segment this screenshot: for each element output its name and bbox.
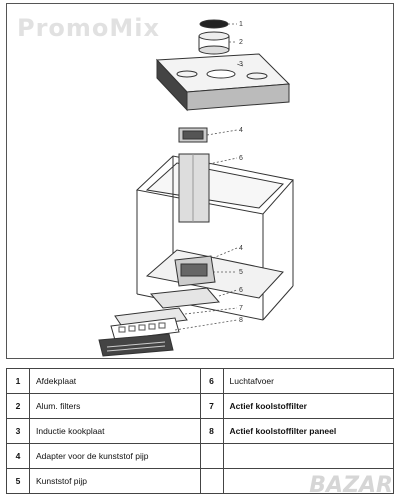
table-row: 2 Alum. filters 7 Actief koolstoffilter: [6, 393, 394, 419]
part-number: 1: [6, 368, 30, 394]
part-label: Adapter voor de kunststof pijp: [29, 443, 201, 469]
callout-4: 4: [239, 127, 243, 134]
part-number: 4: [6, 443, 30, 469]
pipe-adapter-bottom: [150, 255, 220, 309]
part-number: 7: [199, 393, 224, 419]
part-number: 5: [6, 468, 30, 494]
part-label: Alum. filters: [29, 393, 201, 419]
table-row: 3 Inductie kookplaat 8 Actief koolstoffi…: [6, 418, 394, 444]
table-row: 4 Adapter voor de kunststof pijp: [6, 443, 394, 469]
callout-2: 2: [239, 39, 243, 46]
callout-8: 8: [239, 317, 243, 324]
exploded-view-drawing: 1 2 3 4 6 4 5 6 7 8: [98, 19, 294, 357]
aluminium-filter: [198, 31, 230, 55]
callout-leaders: [174, 23, 244, 331]
table-row: 1 Afdekplaat 6 Luchtafvoer: [6, 368, 394, 394]
part-label: Actief koolstoffilter paneel: [222, 418, 394, 444]
callout-6-top: 6: [239, 155, 243, 162]
induction-hob: [155, 53, 291, 112]
part-label: [222, 468, 394, 494]
part-label: Inductie kookplaat: [29, 418, 201, 444]
part-number: 6: [199, 368, 224, 394]
table-row: 5 Kunststof pijp: [6, 468, 394, 494]
pipe-adapter-top: [178, 127, 208, 143]
part-number: [199, 443, 224, 469]
callout-6: 6: [239, 287, 243, 294]
part-number: 2: [6, 393, 30, 419]
cover-plate: [199, 19, 229, 29]
part-number: [199, 468, 224, 494]
part-label: Kunststof pijp: [29, 468, 201, 494]
promomix-watermark: PromoMix: [17, 14, 160, 42]
callout-7: 7: [239, 305, 243, 312]
callout-3: 3: [239, 61, 243, 68]
parts-table: 1 Afdekplaat 6 Luchtafvoer 2 Alum. filte…: [6, 368, 394, 494]
carbon-filter-panel: [98, 333, 174, 357]
part-number: 8: [199, 418, 224, 444]
bazar-watermark: BAZAR: [309, 473, 393, 498]
part-label: Luchtafvoer: [222, 368, 394, 394]
callout-5: 5: [239, 269, 243, 276]
carbon-filter: [110, 307, 188, 341]
exploded-diagram: PromoMix: [6, 3, 394, 359]
part-label: [222, 443, 394, 469]
part-label: Afdekplaat: [29, 368, 201, 394]
air-outlet-pipe: [178, 153, 210, 223]
part-label: Actief koolstoffilter: [222, 393, 394, 419]
part-number: 3: [6, 418, 30, 444]
callout-1: 1: [239, 21, 243, 28]
callout-labels: 1 2 3 4 6 4 5 6 7 8: [239, 21, 243, 324]
callout-4-lower: 4: [239, 245, 243, 252]
